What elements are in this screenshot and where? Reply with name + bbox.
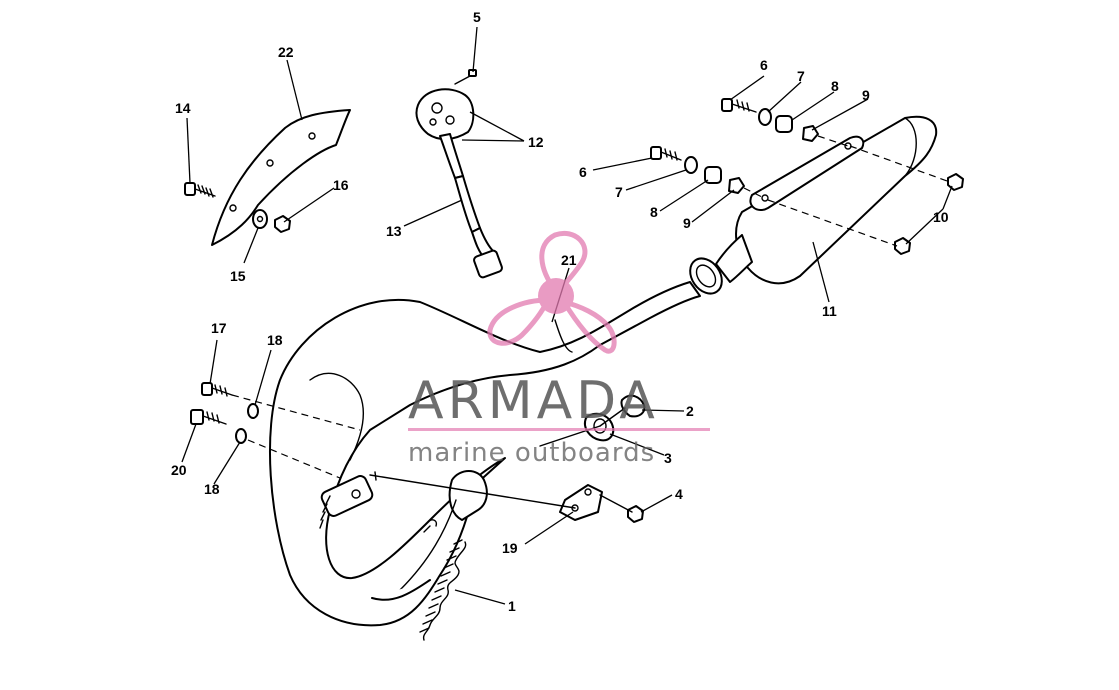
callout-10: 10 <box>933 209 949 225</box>
nut-part-16 <box>274 215 291 233</box>
bolt-part-14 <box>184 182 216 198</box>
silencer-part-11 <box>689 115 938 295</box>
callout-22: 22 <box>278 44 294 60</box>
callout-8-lower: 8 <box>650 204 658 220</box>
callout-18-lower: 18 <box>204 481 220 497</box>
callout-17: 17 <box>211 320 227 336</box>
flange-part-19 <box>559 484 603 521</box>
callout-18-upper: 18 <box>267 332 283 348</box>
watermark-title: ARMADA <box>408 371 659 431</box>
assembly-lines <box>231 394 633 513</box>
mount-kit-lower <box>650 146 765 199</box>
mount-kit-upper <box>721 98 849 147</box>
armada-watermark: ARMADA marine outboards <box>408 231 710 468</box>
callout-21: 21 <box>561 252 577 268</box>
callout-3: 3 <box>664 450 672 466</box>
spring-part-1 <box>419 519 467 641</box>
watermark-rule <box>408 428 710 431</box>
callout-4: 4 <box>675 486 683 502</box>
callout-20: 20 <box>171 462 187 478</box>
washer-part-15 <box>252 209 268 229</box>
bolt-part-20 <box>190 409 227 425</box>
callout-6-lower: 6 <box>579 164 587 180</box>
bolt-part-17 <box>201 382 233 397</box>
callout-15: 15 <box>230 268 246 284</box>
washer-part-18 <box>235 403 259 444</box>
callout-7-upper: 7 <box>797 68 805 84</box>
callout-6-upper: 6 <box>760 57 768 73</box>
callout-12: 12 <box>528 134 544 150</box>
callout-9-upper: 9 <box>862 87 870 103</box>
propeller-logo-icon <box>487 231 617 354</box>
hose-part-13 <box>471 227 503 279</box>
callout-11: 11 <box>822 303 837 319</box>
callout-labels: 5 22 14 16 15 12 13 21 6 7 8 9 6 7 8 9 1… <box>171 9 949 614</box>
nut-part-4 <box>627 505 644 523</box>
callout-2: 2 <box>686 403 694 419</box>
watermark-subtitle: marine outboards <box>408 438 655 468</box>
callout-14: 14 <box>175 100 191 116</box>
callout-5: 5 <box>473 9 481 25</box>
callout-19: 19 <box>502 540 518 556</box>
screw-part-5 <box>454 69 477 85</box>
sensor-assembly-part-12 <box>415 88 481 233</box>
leader-lines <box>181 26 953 605</box>
heat-shield-part-22 <box>211 109 351 246</box>
callout-7-lower: 7 <box>615 184 623 200</box>
callout-16: 16 <box>333 177 349 193</box>
callout-9-lower: 9 <box>683 215 691 231</box>
gasket-part-2 <box>620 394 646 418</box>
callout-8-upper: 8 <box>831 78 839 94</box>
callout-1: 1 <box>508 598 516 614</box>
callout-13: 13 <box>386 223 402 239</box>
